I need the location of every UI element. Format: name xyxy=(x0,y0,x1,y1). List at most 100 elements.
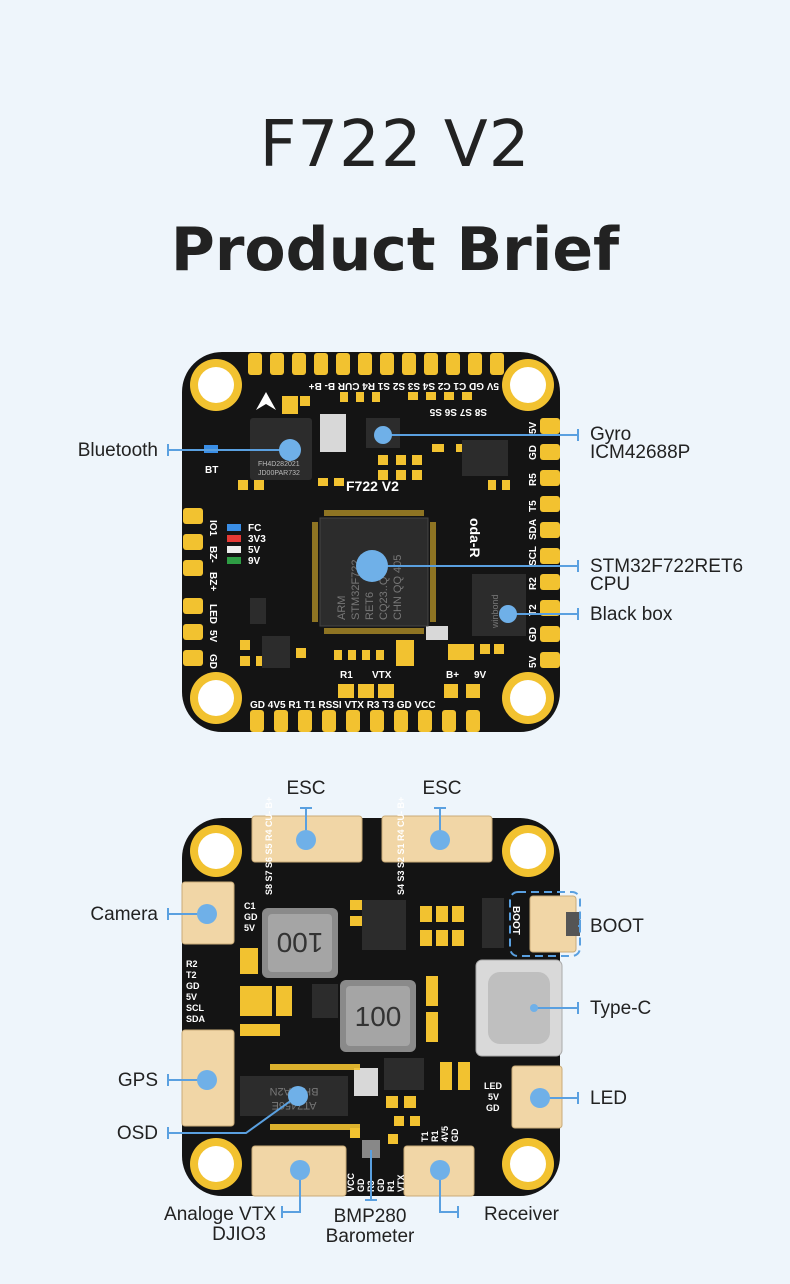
bottom-label-r1: R1 xyxy=(340,670,353,681)
blackbox-marker xyxy=(499,605,517,623)
callout-cpu-2: CPU xyxy=(590,574,631,595)
right-pad-label-r5: R5 xyxy=(528,473,539,486)
led-label-5v: 5V xyxy=(248,545,261,556)
mount-hole-tr xyxy=(502,359,554,411)
right-pad-column xyxy=(540,418,560,668)
bottom-pad-labels: GD 4V5 R1 T1 RSSI VTX R3 T3 GD VCC xyxy=(250,700,436,711)
right-pad-label-t2: T2 xyxy=(528,604,539,616)
vtx-marker xyxy=(290,1160,310,1180)
led-label-fc: FC xyxy=(248,523,261,534)
led-label-9v: 9V xyxy=(248,556,261,567)
bottom-pad-row xyxy=(250,710,480,732)
rx-pad-4v5: 4V5 xyxy=(440,1126,450,1142)
mount-hole-b-tr xyxy=(502,825,554,877)
gyro-marker xyxy=(374,426,392,444)
bottom-label-vtx: VTX xyxy=(372,670,392,681)
led-pad-5v: 5V xyxy=(488,1092,499,1102)
callout-blackbox: Black box xyxy=(590,604,673,625)
right-pad-label-gd-2: GD xyxy=(528,627,539,642)
left-pad-label-bzplus: BZ+ xyxy=(207,572,218,591)
receiver-marker xyxy=(430,1160,450,1180)
right-pad-label-gd: GD xyxy=(528,445,539,460)
top-pad-labels-row2: S8 S7 S6 S5 xyxy=(429,406,487,417)
mount-hole-tl xyxy=(190,359,242,411)
left-pad-label-bzminus: BZ- xyxy=(207,546,218,563)
bottom-label-bplus: B+ xyxy=(446,670,459,681)
boot-highlight xyxy=(509,891,581,957)
brand-text: oda-R xyxy=(467,518,483,558)
cpu-marker xyxy=(356,550,388,582)
bluetooth-marker xyxy=(279,439,301,461)
boot-silk-label: BOOT xyxy=(510,906,521,935)
camera-marker xyxy=(197,904,217,924)
led-5v-indicator xyxy=(227,546,241,553)
osd-marker xyxy=(288,1086,308,1106)
esc-pad-labels-left: S8 S7 S6 S5 R4 CU- B+ xyxy=(264,797,274,895)
gps-marker xyxy=(197,1070,217,1090)
callout-bluetooth: Bluetooth xyxy=(77,440,158,461)
callout-gyro-2: ICM42688P xyxy=(590,442,691,463)
top-pad-row xyxy=(248,353,504,375)
flash-text: winbond xyxy=(490,594,500,629)
rx-pad-t1: T1 xyxy=(420,1131,430,1142)
led-3v3-indicator xyxy=(227,535,241,542)
callout-receiver: Receiver xyxy=(484,1204,559,1225)
camera-pad-gd: GD xyxy=(244,912,258,922)
flash-chip xyxy=(472,574,526,636)
led-pad-led: LED xyxy=(484,1081,503,1091)
left-pad-column xyxy=(183,508,203,666)
camera-pad-5v: 5V xyxy=(244,923,255,933)
gps-pad-gd: GD xyxy=(186,981,200,991)
left-pad-label-io1: IO1 xyxy=(207,520,218,537)
left-pad-label-led: LED xyxy=(207,604,218,624)
left-pad-label-gd: GD xyxy=(207,654,218,669)
esc-right-marker xyxy=(430,830,450,850)
esc-left-marker xyxy=(296,830,316,850)
gps-pad-r2: R2 xyxy=(186,959,198,969)
callout-gyro-1: Gyro xyxy=(590,424,632,445)
callout-osd: OSD xyxy=(116,1123,158,1144)
gps-pad-scl: SCL xyxy=(186,1003,205,1013)
callout-boot: BOOT xyxy=(590,916,644,937)
mount-hole-br xyxy=(502,672,554,724)
mount-hole-b-tl xyxy=(190,825,242,877)
vtx-pad-gd: GD xyxy=(356,1178,366,1192)
callout-cpu-1: STM32F722RET6 xyxy=(590,556,744,577)
led-fc-indicator xyxy=(227,524,241,531)
right-pad-label-r2: R2 xyxy=(528,577,539,590)
gps-pad-5v: 5V xyxy=(186,992,197,1002)
vtx-pad-r1: R1 xyxy=(386,1180,396,1192)
barometer-chip xyxy=(362,1140,380,1158)
callout-esc-left: ESC xyxy=(286,778,326,799)
camera-pad-c1: C1 xyxy=(244,901,256,911)
led-marker xyxy=(530,1088,550,1108)
led-9v-indicator xyxy=(227,557,241,564)
cpu-text-3: RET6 xyxy=(364,592,376,620)
callout-baro-2: Barometer xyxy=(325,1226,415,1247)
vtx-pad-gd-2: GD xyxy=(376,1178,386,1192)
callout-gps: GPS xyxy=(117,1070,158,1091)
inductor-2-text: 100 xyxy=(355,1001,402,1032)
cpu-text-4: CQ23..Q xyxy=(378,576,390,620)
page-title: F722 V2 xyxy=(259,108,531,182)
inductor-1-text: 100 xyxy=(277,927,324,958)
led-pad-gd: GD xyxy=(486,1103,500,1113)
bt-label: BT xyxy=(205,465,218,476)
bt-chip-text-1: FH4D282021 xyxy=(258,461,300,468)
gps-pad-t2: T2 xyxy=(186,970,197,980)
right-pad-label-5v-2: 5V xyxy=(528,655,539,668)
cpu-text-1: ARM xyxy=(336,596,348,620)
brand-logo xyxy=(256,392,276,410)
callout-esc-right: ESC xyxy=(422,778,462,799)
vtx-pad-vcc: VCC xyxy=(346,1172,356,1192)
left-pad-label-5v: 5V xyxy=(207,630,218,643)
bt-chip-text-2: JD00PAR732 xyxy=(258,470,300,477)
callout-vtx-2: DJIO3 xyxy=(212,1224,266,1245)
right-pad-label-5v: 5V xyxy=(528,421,539,434)
vtx-pad-vtx: VTX xyxy=(396,1174,406,1192)
callout-typec: Type-C xyxy=(590,998,652,1019)
page-subtitle: Product Brief xyxy=(170,215,620,285)
rx-pad-r1: R1 xyxy=(430,1130,440,1142)
mount-hole-bl xyxy=(190,672,242,724)
